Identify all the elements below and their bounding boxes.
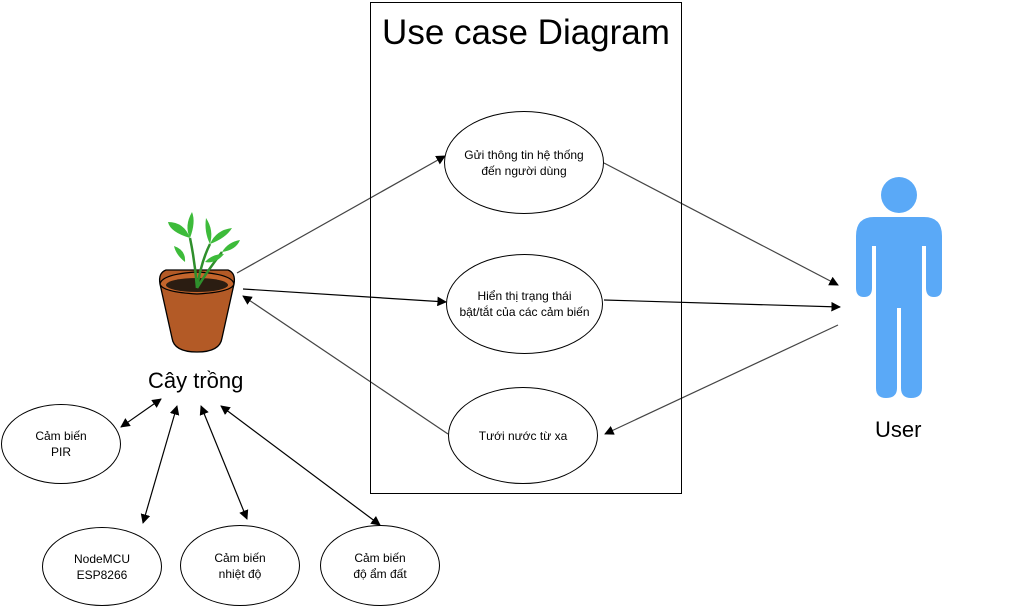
device-nodemcu: NodeMCU ESP8266 — [42, 527, 162, 606]
use-case-send-info-label: Gửi thông tin hệ thống đến người dùng — [464, 147, 584, 178]
edge-plant-to-send-info — [236, 155, 446, 274]
edge-show-status-to-user — [603, 299, 841, 312]
device-temp-sensor-label: Cảm biến nhiệt độ — [214, 550, 266, 581]
user-actor-label: User — [875, 417, 922, 442]
device-soil-sensor-label: Cảm biến độ ẩm đất — [353, 550, 407, 581]
device-soil-sensor: Cảm biến độ ẩm đất — [320, 525, 440, 606]
device-nodemcu-label: NodeMCU ESP8266 — [73, 551, 130, 582]
use-case-send-info: Gửi thông tin hệ thống đến người dùng — [444, 111, 604, 214]
plant-pot-icon — [158, 212, 240, 353]
diagram-title: Use case Diagram — [382, 13, 670, 52]
plant-actor-label: Cây trồng — [148, 368, 244, 393]
edge-plant-temp — [199, 405, 249, 520]
edge-user-to-water — [604, 324, 839, 435]
edge-plant-soil — [220, 405, 381, 526]
use-case-show-status-label: Hiển thị trạng thái bật/tắt của các cảm … — [459, 289, 590, 319]
edge-plant-nodemcu — [140, 405, 180, 524]
device-pir-label: Cảm biến PIR — [35, 429, 87, 459]
user-icon — [856, 177, 942, 398]
system-boundary: Use case Diagram — [370, 2, 682, 494]
device-pir: Cảm biến PIR — [1, 404, 121, 484]
use-case-water-remote-label: Tưới nước từ xa — [478, 428, 568, 443]
edge-plant-to-show-status — [242, 288, 447, 307]
use-case-water-remote: Tưới nước từ xa — [448, 387, 598, 484]
device-temp-sensor: Cảm biến nhiệt độ — [180, 525, 300, 606]
edge-plant-pir — [120, 398, 162, 428]
edge-send-info-to-user — [603, 162, 839, 286]
edge-water-to-plant — [242, 295, 449, 435]
use-case-show-status: Hiển thị trạng thái bật/tắt của các cảm … — [446, 254, 603, 354]
